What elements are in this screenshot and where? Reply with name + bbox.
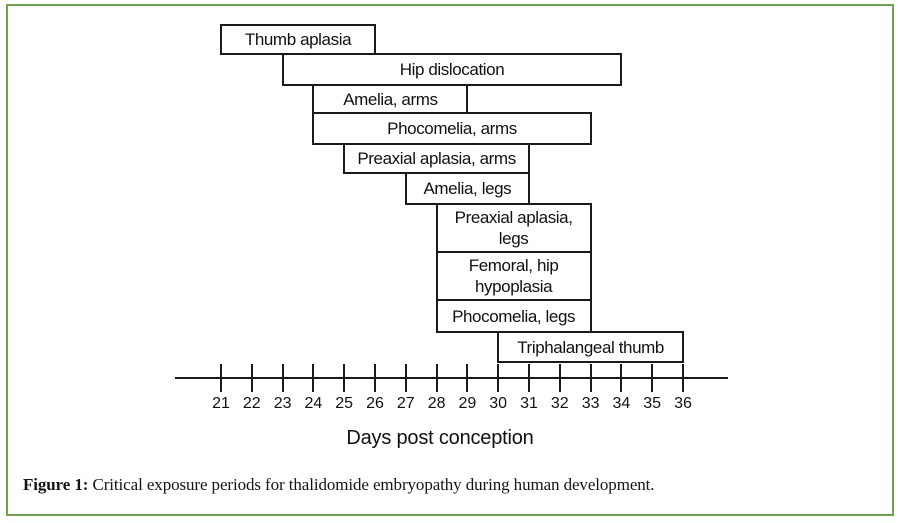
x-axis-tick-label: 34 bbox=[612, 395, 631, 412]
bar-hip-dislocation: Hip dislocation bbox=[281, 53, 623, 86]
x-axis-tick bbox=[528, 364, 530, 392]
x-axis-tick bbox=[343, 364, 346, 392]
bar-label: Phocomelia, arms bbox=[387, 119, 517, 138]
x-axis-tick-label: 25 bbox=[335, 395, 354, 412]
x-axis-tick-label: 32 bbox=[550, 395, 569, 412]
x-axis-tick bbox=[250, 364, 253, 392]
bar-label: Preaxial aplasia, arms bbox=[357, 149, 516, 168]
bar-label: Preaxial aplasia, legs bbox=[454, 208, 573, 248]
bar-triphalangeal-thumb: Triphalangeal thumb bbox=[497, 331, 684, 363]
figure-frame bbox=[6, 4, 894, 516]
x-axis-tick bbox=[589, 364, 592, 392]
x-axis-tick bbox=[435, 364, 438, 392]
x-axis-tick bbox=[682, 364, 684, 392]
x-axis-tick-label: 23 bbox=[273, 395, 292, 412]
x-axis-line bbox=[175, 377, 728, 379]
bar-label: Thumb aplasia bbox=[244, 30, 352, 49]
bar-amelia-legs: Amelia, legs bbox=[404, 172, 530, 205]
bar-label: Phocomelia, legs bbox=[452, 306, 576, 326]
bar-label: Triphalangeal thumb bbox=[517, 337, 664, 357]
x-axis-tick bbox=[220, 364, 222, 392]
figure-caption-text: Critical exposure periods for thalidomid… bbox=[88, 475, 655, 494]
x-axis-tick bbox=[558, 364, 561, 392]
x-axis-tick bbox=[651, 364, 654, 392]
x-axis-tick-label: 27 bbox=[396, 395, 415, 412]
x-axis-tick-label: 24 bbox=[304, 395, 323, 412]
x-axis-tick bbox=[466, 364, 469, 392]
x-axis-tick bbox=[404, 364, 407, 392]
bar-preaxial-aplasia-legs: Preaxial aplasia, legs bbox=[435, 203, 592, 253]
x-axis-tick-label: 28 bbox=[427, 395, 446, 412]
x-axis-tick-label: 31 bbox=[520, 395, 538, 412]
x-axis-tick-label: 21 bbox=[212, 395, 230, 412]
x-axis-title: Days post conception bbox=[346, 427, 534, 449]
x-axis-tick-label: 22 bbox=[242, 395, 261, 412]
figure-caption-prefix: Figure 1: bbox=[23, 475, 89, 494]
x-axis-tick-label: 36 bbox=[674, 395, 692, 412]
bar-label: Hip dislocation bbox=[399, 60, 505, 79]
bar-amelia-arms: Amelia, arms bbox=[312, 84, 469, 114]
bar-phocomelia-arms: Phocomelia, arms bbox=[312, 112, 592, 145]
bar-femoral-hip-hypoplasia: Femoral, hip hypoplasia bbox=[435, 251, 592, 301]
x-axis-tick-label: 26 bbox=[366, 395, 384, 412]
x-axis-tick-label: 35 bbox=[643, 395, 662, 412]
bar-preaxial-aplasia-arms: Preaxial aplasia, arms bbox=[343, 143, 530, 174]
x-axis-tick-label: 30 bbox=[489, 395, 508, 412]
x-axis-tick-label: 33 bbox=[581, 395, 600, 412]
x-axis-tick bbox=[620, 364, 623, 392]
x-axis-tick-label: 29 bbox=[458, 395, 477, 412]
figure-caption: Figure 1: Critical exposure periods for … bbox=[23, 474, 873, 496]
bar-label: Amelia, legs bbox=[423, 179, 512, 198]
x-axis-tick bbox=[374, 364, 376, 392]
bar-label: Femoral, hip hypoplasia bbox=[468, 256, 559, 296]
bar-label: Amelia, arms bbox=[343, 89, 438, 109]
x-axis-tick bbox=[281, 364, 284, 392]
bar-thumb-aplasia: Thumb aplasia bbox=[220, 24, 376, 55]
bar-phocomelia-legs: Phocomelia, legs bbox=[435, 299, 592, 333]
x-axis-tick bbox=[312, 364, 315, 392]
x-axis-tick bbox=[497, 364, 500, 392]
